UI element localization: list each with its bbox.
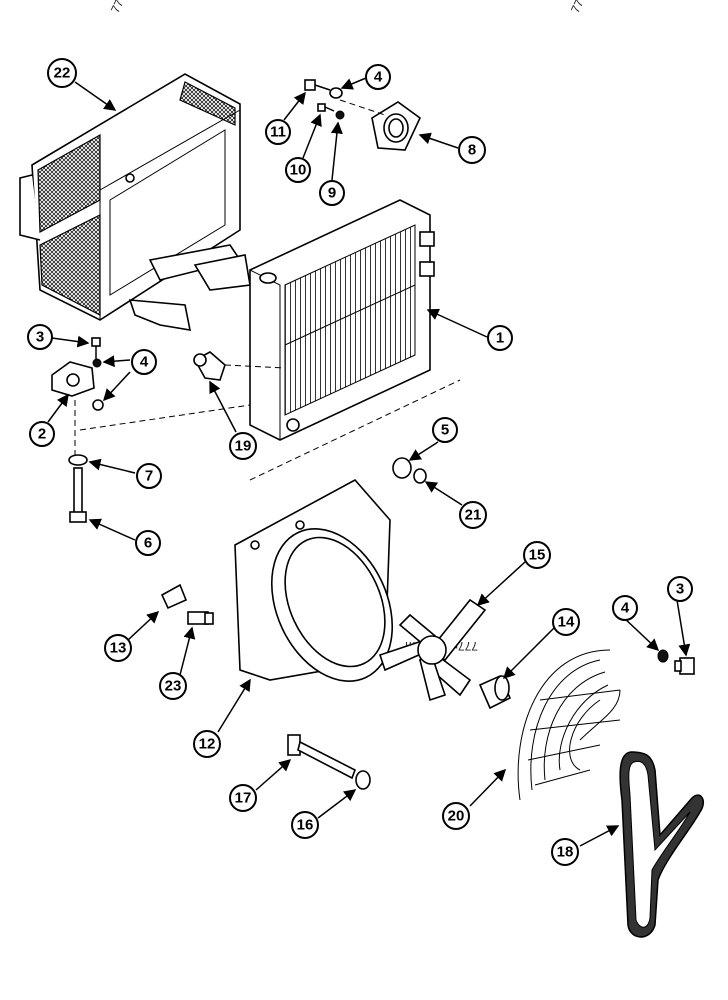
- callout-6: 6: [135, 530, 161, 556]
- part-bolt-17: [287, 734, 357, 780]
- svg-text:8: 8: [468, 142, 476, 159]
- part-washer-16: [355, 770, 371, 790]
- part-belt-18: [619, 751, 704, 938]
- callout-2: 2: [29, 421, 55, 447]
- svg-text:16: 16: [297, 817, 314, 834]
- svg-text:19: 19: [235, 438, 252, 455]
- svg-text:15: 15: [529, 547, 546, 564]
- part-washer-4-left: [92, 358, 102, 368]
- callout-15: 15: [523, 541, 551, 569]
- part-washer-21: [413, 468, 427, 484]
- svg-text:23: 23: [165, 678, 182, 695]
- part-screw-10: [317, 103, 335, 112]
- part-guard-box: [19, 73, 242, 321]
- svg-text:4: 4: [140, 354, 149, 371]
- part-washer-9: [335, 110, 345, 120]
- callout-13: 13: [104, 634, 132, 662]
- callout-3-left: 3: [27, 324, 53, 350]
- part-bolt-6: [69, 467, 87, 523]
- svg-text:2: 2: [38, 426, 46, 443]
- callout-21: 21: [459, 501, 487, 529]
- part-fan-shroud-12: [234, 478, 394, 682]
- callout-14: 14: [552, 608, 580, 636]
- callout-4-left: 4: [131, 349, 157, 375]
- svg-text:10: 10: [290, 162, 307, 179]
- svg-text:4: 4: [374, 69, 383, 86]
- callout-1: 1: [487, 325, 513, 351]
- svg-text:11: 11: [270, 124, 286, 141]
- callout-10: 10: [285, 157, 311, 183]
- callout-18: 18: [551, 838, 579, 866]
- part-spacer-14: [478, 674, 512, 710]
- part-fan-15: [378, 598, 487, 702]
- part-flange-8: [371, 101, 422, 151]
- svg-text:12: 12: [199, 736, 216, 753]
- watermark-top-right: 777: [568, 0, 589, 15]
- svg-text:9: 9: [328, 185, 336, 202]
- callout-17: 17: [229, 784, 257, 812]
- callout-4-right: 4: [612, 595, 638, 621]
- part-bolt-3-left: [91, 337, 101, 360]
- callout-5: 5: [432, 417, 458, 443]
- part-nut-5: [392, 457, 412, 479]
- callout-7: 7: [136, 463, 162, 489]
- watermark-top-left: 777: [108, 0, 129, 15]
- part-drain-valve-19: [193, 351, 226, 381]
- callout-16: 16: [291, 811, 319, 839]
- callout-8: 8: [458, 136, 486, 164]
- svg-text:1: 1: [496, 330, 504, 347]
- part-clip-13: [160, 583, 188, 610]
- callout-23: 23: [159, 672, 187, 700]
- callout-11: 11: [265, 119, 291, 145]
- part-washer-4-right: [657, 649, 669, 663]
- svg-text:3: 3: [676, 581, 684, 598]
- part-bolt-23: [187, 611, 214, 625]
- svg-text:14: 14: [558, 614, 575, 631]
- callout-4-top: 4: [365, 64, 391, 90]
- callout-9: 9: [319, 180, 345, 206]
- part-fan-guard-20: [517, 649, 621, 801]
- svg-text:5: 5: [441, 422, 449, 439]
- part-mount-2: [51, 361, 95, 397]
- svg-text:3: 3: [36, 329, 44, 346]
- part-bolt-3-right: [674, 657, 695, 675]
- part-washer-4-top: [329, 87, 343, 99]
- svg-text:6: 6: [144, 535, 152, 552]
- callout-22: 22: [47, 58, 77, 88]
- svg-text:22: 22: [54, 65, 71, 82]
- svg-text:20: 20: [448, 808, 465, 825]
- callout-19: 19: [229, 432, 257, 460]
- svg-text:17: 17: [235, 790, 252, 807]
- svg-text:21: 21: [465, 507, 482, 524]
- svg-text:18: 18: [557, 844, 574, 861]
- callout-12: 12: [193, 730, 221, 758]
- leader-lines: [47, 77, 691, 847]
- part-washer-7: [68, 454, 88, 466]
- svg-text:13: 13: [110, 640, 127, 657]
- callout-3-right: 3: [667, 576, 693, 602]
- callout-20: 20: [442, 802, 470, 830]
- part-radiator-core: [249, 199, 435, 441]
- svg-text:7: 7: [145, 468, 153, 485]
- part-bolt-11: [304, 79, 331, 91]
- svg-text:4: 4: [621, 600, 630, 617]
- part-nut-4: [92, 399, 104, 411]
